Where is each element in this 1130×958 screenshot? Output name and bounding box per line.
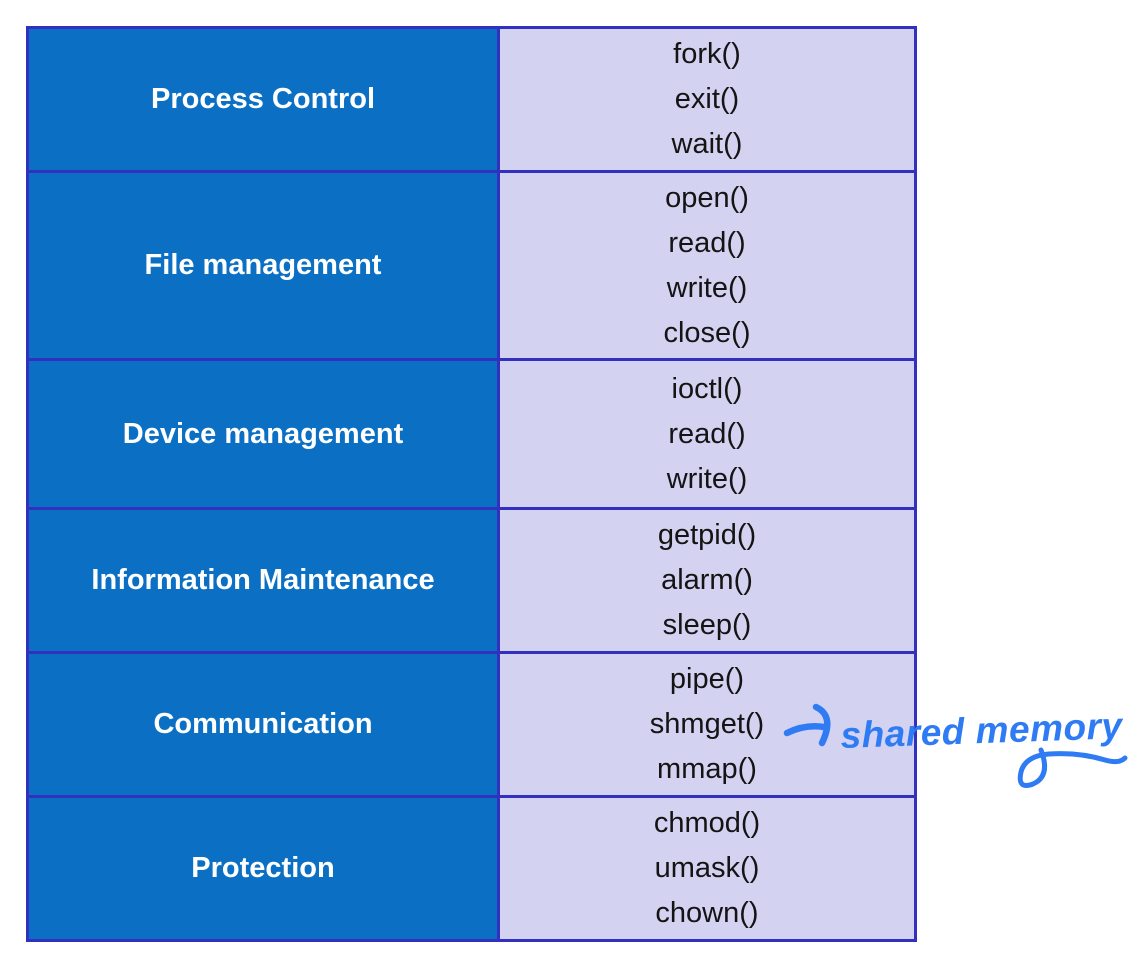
syscall-line: mmap() — [657, 753, 757, 785]
syscall-line: write() — [666, 271, 748, 304]
category-cell-device-management: Device management — [29, 361, 497, 507]
calls-cell-device-management: ioctl() read() write() — [500, 361, 914, 507]
syscall-line: exit() — [674, 83, 740, 115]
category-cell-file-management: File management — [29, 173, 497, 358]
syscall-line: close() — [663, 316, 751, 349]
category-cell-information-maintenance: Information Maintenance — [29, 510, 497, 651]
calls-cell-file-management: open() read() write() close() — [500, 173, 914, 358]
syscall-line: chmod() — [653, 807, 761, 839]
syscall-line: sleep() — [662, 609, 752, 641]
syscall-line: ioctl() — [671, 372, 743, 405]
syscall-line: read() — [668, 417, 746, 450]
annotation-flourish — [1017, 747, 1128, 788]
calls-cell-process-control: fork() exit() wait() — [500, 29, 914, 170]
calls-cell-communication: pipe() shmget() mmap() — [500, 654, 914, 795]
category-cell-communication: Communication — [29, 654, 497, 795]
syscall-line: fork() — [673, 38, 741, 70]
syscall-line: read() — [668, 226, 746, 259]
syscall-line: getpid() — [657, 519, 757, 551]
syscall-line: umask() — [654, 852, 760, 884]
syscall-line: write() — [666, 462, 748, 495]
syscall-line: wait() — [671, 128, 743, 160]
syscall-line-shmget: shmget() — [649, 708, 765, 740]
calls-cell-protection: chmod() umask() chown() — [500, 798, 914, 939]
calls-cell-information-maintenance: getpid() alarm() sleep() — [500, 510, 914, 651]
syscall-line: chown() — [655, 897, 759, 929]
system-calls-table: Process Control fork() exit() wait() Fil… — [26, 26, 917, 942]
syscall-line: open() — [665, 181, 749, 214]
category-cell-protection: Protection — [29, 798, 497, 939]
syscall-line: pipe() — [669, 663, 745, 695]
category-cell-process-control: Process Control — [29, 29, 497, 170]
syscall-line: alarm() — [661, 564, 753, 596]
